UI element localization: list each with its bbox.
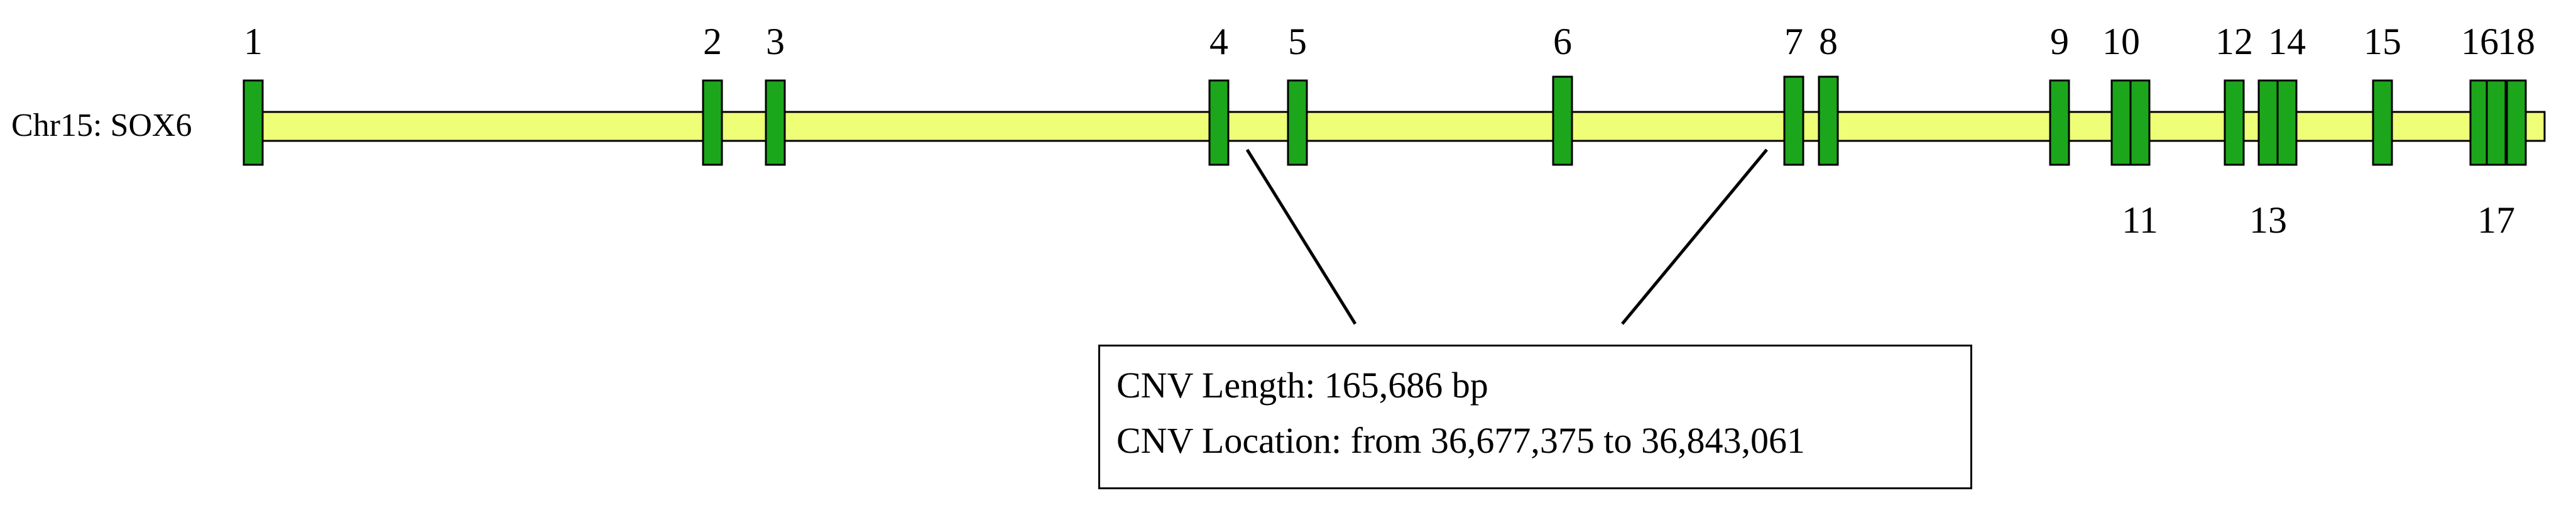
exon-16-label: 16 bbox=[2461, 21, 2499, 62]
exon-9-label: 9 bbox=[2050, 21, 2069, 62]
exon-17-label: 17 bbox=[2477, 199, 2515, 241]
exon-5 bbox=[1287, 79, 1308, 166]
exon-13-label: 13 bbox=[2249, 199, 2287, 241]
exon-6 bbox=[1552, 75, 1573, 166]
cnv-connector-left bbox=[1245, 148, 1357, 325]
exon-15-label: 15 bbox=[2364, 21, 2401, 62]
exon-14 bbox=[2276, 79, 2298, 166]
exon-2-label: 2 bbox=[703, 21, 722, 62]
exon-3 bbox=[765, 79, 786, 166]
exon-1 bbox=[243, 79, 264, 166]
exon-10 bbox=[2110, 79, 2132, 166]
exon-4 bbox=[1208, 79, 1230, 166]
cnv-connector-right bbox=[1621, 148, 1768, 325]
cnv-length-text: CNV Length: 165,686 bp bbox=[1116, 365, 1488, 406]
exon-15 bbox=[2372, 79, 2393, 166]
exon-2 bbox=[702, 79, 723, 166]
exon-8-label: 8 bbox=[1819, 21, 1838, 62]
exon-13 bbox=[2257, 79, 2279, 166]
cnv-location-text: CNV Location: from 36,677,375 to 36,843,… bbox=[1116, 420, 1806, 461]
exon-17 bbox=[2486, 79, 2507, 166]
exon-9 bbox=[2049, 79, 2070, 166]
gene-label: Chr15: SOX6 bbox=[11, 108, 192, 143]
exon-14-label: 14 bbox=[2268, 21, 2306, 62]
exon-12 bbox=[2224, 79, 2245, 166]
cnv-info-box: CNV Length: 165,686 bp CNV Location: fro… bbox=[1098, 345, 1972, 489]
exon-7 bbox=[1783, 75, 1804, 166]
exon-8 bbox=[1818, 75, 1839, 166]
exon-4-label: 4 bbox=[1209, 21, 1228, 62]
exon-18 bbox=[2506, 79, 2527, 166]
gene-bar bbox=[250, 111, 2546, 142]
exon-12-label: 12 bbox=[2215, 21, 2253, 62]
exon-7-label: 7 bbox=[1784, 21, 1803, 62]
exon-3-label: 3 bbox=[766, 21, 785, 62]
exon-5-label: 5 bbox=[1288, 21, 1307, 62]
exon-6-label: 6 bbox=[1553, 21, 1572, 62]
exon-18-label: 18 bbox=[2497, 21, 2535, 62]
exon-11-label: 11 bbox=[2122, 199, 2158, 241]
exon-1-label: 1 bbox=[244, 21, 263, 62]
exon-10-label: 10 bbox=[2102, 21, 2140, 62]
exon-11 bbox=[2129, 79, 2151, 166]
